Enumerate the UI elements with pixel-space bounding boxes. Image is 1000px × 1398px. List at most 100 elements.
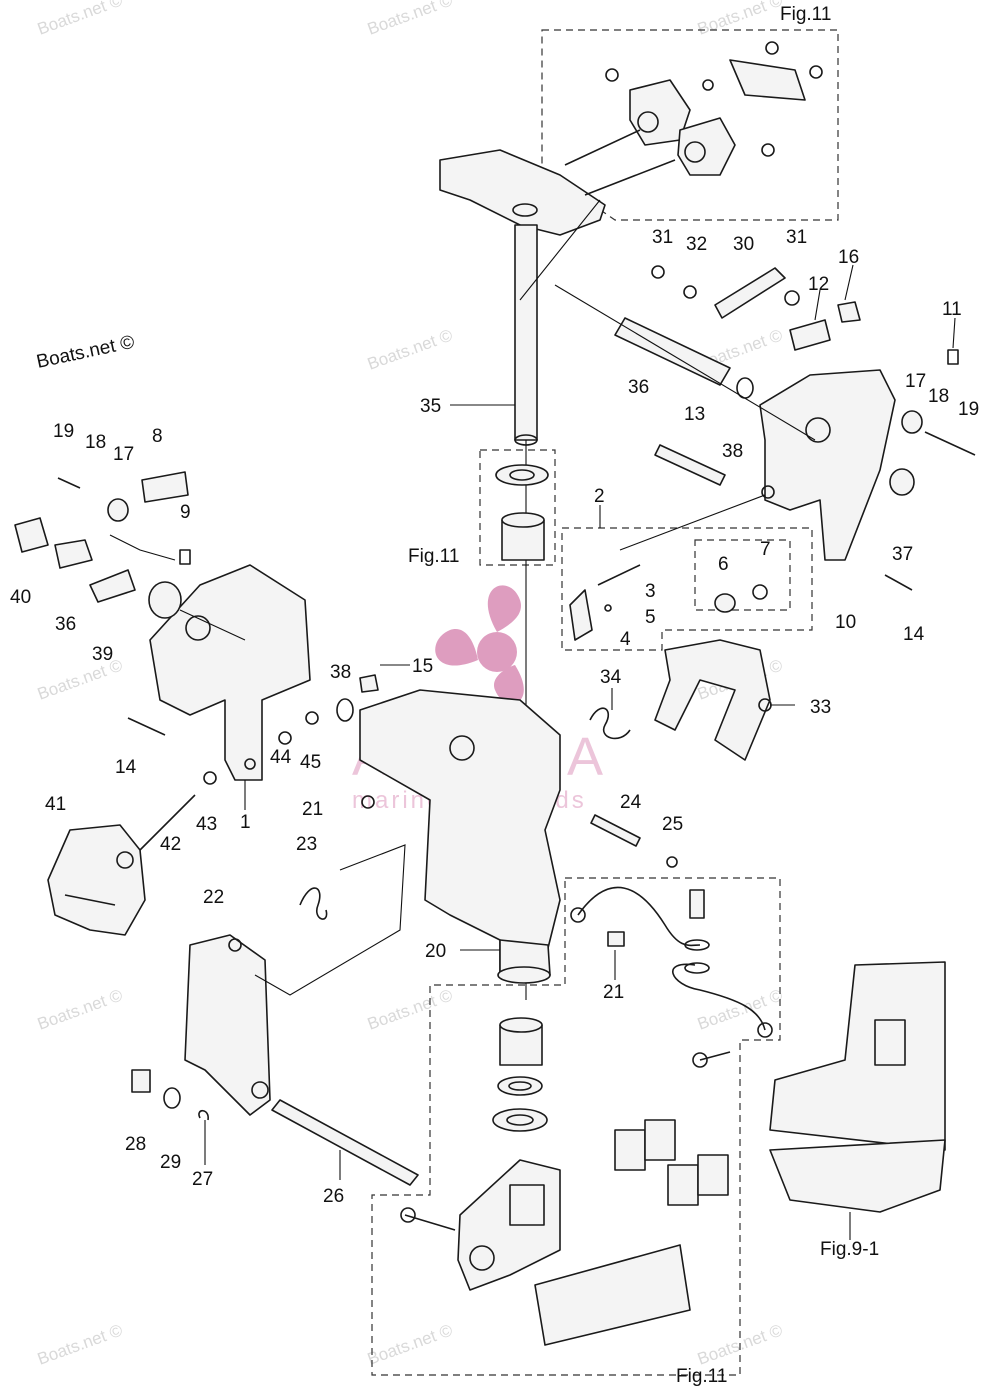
callout-12: 12 — [808, 274, 829, 295]
watermark-text: Boats.net © — [365, 325, 456, 373]
callout-18-left: 18 — [85, 432, 106, 453]
callout-29: 29 — [160, 1152, 181, 1173]
leader-lines — [204, 264, 956, 1240]
callout-23: 23 — [296, 834, 317, 855]
washer — [702, 79, 714, 91]
bushing-top — [499, 1017, 543, 1033]
bore — [228, 938, 242, 952]
washer-hole — [508, 1081, 532, 1091]
friction-plate — [789, 319, 831, 351]
callout-21-upper: 21 — [302, 799, 323, 820]
knob — [107, 498, 129, 522]
callout-21-lower: 21 — [603, 982, 624, 1003]
upper-bushings — [495, 464, 549, 561]
bore — [805, 417, 831, 443]
callout-7: 7 — [760, 539, 771, 560]
lower-unit-partial — [769, 961, 946, 1213]
fig-ref-left: Fig.11 — [408, 546, 459, 567]
washer-hole — [506, 1114, 534, 1126]
clamp-bracket-left — [148, 564, 311, 781]
propeller-blade-icon — [435, 629, 478, 666]
watermark-text: Boats.net © — [35, 1320, 126, 1368]
bolt-hole — [761, 485, 775, 499]
swivel-bracket — [359, 689, 561, 984]
nut — [809, 65, 823, 79]
callout-30: 30 — [733, 234, 754, 255]
thread — [64, 894, 116, 906]
rubber-mount — [667, 1164, 699, 1206]
washer-29 — [163, 1087, 181, 1109]
left-clamp-screw — [14, 471, 191, 603]
pin — [604, 604, 612, 612]
bolt-head — [605, 68, 619, 82]
wire-terminal — [570, 907, 586, 923]
callout-19-right: 19 — [958, 399, 979, 420]
bolt-head — [752, 584, 768, 600]
guide-line — [519, 199, 601, 301]
callout-17-right: 17 — [905, 371, 926, 392]
steering-bracket — [439, 149, 606, 236]
bolt — [564, 129, 641, 166]
bracket-39 — [89, 569, 136, 603]
watermark-text: Boats.net © — [35, 985, 126, 1033]
propeller-blade-icon — [494, 665, 524, 704]
callout-9: 9 — [180, 502, 191, 523]
springs-and-pins — [299, 707, 678, 920]
washer — [684, 962, 710, 974]
rubber-mount — [614, 1129, 646, 1171]
callout-40: 40 — [10, 587, 31, 608]
callout-32: 32 — [686, 234, 707, 255]
callout-3: 3 — [645, 581, 656, 602]
tilt-lever — [654, 639, 772, 761]
tilt-link-plate — [714, 267, 786, 319]
bolt-head — [692, 1052, 708, 1068]
nut — [765, 41, 779, 55]
watermark-text: Boats.net © — [365, 1320, 456, 1368]
top-fig11-box — [541, 29, 839, 221]
washer-hole — [509, 469, 535, 481]
tilt-tube-and-pin — [614, 317, 754, 486]
nut — [837, 301, 861, 323]
callout-31-right: 31 — [786, 227, 807, 248]
callout-19-left: 19 — [53, 421, 74, 442]
callout-11: 11 — [942, 299, 962, 320]
guide-line — [619, 494, 766, 551]
leader-11 — [952, 317, 956, 349]
pin-box — [694, 539, 791, 611]
washer — [203, 771, 217, 785]
washer — [714, 593, 736, 613]
pin-24 — [590, 814, 641, 847]
callout-8: 8 — [152, 426, 163, 447]
boats-net-credit: Boats.net © — [35, 332, 137, 373]
watermark-text: Boats.net © — [695, 0, 786, 39]
callout-42: 42 — [160, 834, 181, 855]
guide-line — [554, 284, 816, 441]
clip — [666, 856, 678, 868]
midsection-housing — [769, 961, 946, 1151]
callout-14-left: 14 — [115, 757, 137, 778]
watermark-text: Boats.net © — [365, 985, 456, 1033]
steering-arm-block — [677, 117, 736, 176]
grease-fitting — [607, 931, 625, 947]
callout-22: 22 — [203, 887, 224, 908]
tilt-tube-end — [148, 581, 182, 619]
mount-slot — [509, 1184, 545, 1226]
callout-35: 35 — [420, 396, 441, 417]
clip-27 — [198, 1109, 209, 1121]
tilt-lever-body — [654, 639, 771, 761]
bolt-head — [651, 265, 665, 279]
propeller-blade-icon — [487, 585, 521, 632]
lock-plate — [569, 589, 593, 641]
knob — [901, 410, 923, 434]
tilt-stopper-parts — [651, 265, 959, 365]
bushing-top — [501, 512, 545, 528]
bolt-head — [400, 1207, 416, 1223]
washer — [278, 731, 292, 745]
fig-ref-right: Fig.9-1 — [820, 1239, 879, 1260]
spring — [597, 564, 641, 586]
lower-cover — [534, 1244, 691, 1346]
grease-fitting — [361, 795, 375, 809]
callout-38-left: 38 — [330, 662, 351, 683]
lower-bushings — [492, 1017, 548, 1132]
callout-16: 16 — [838, 247, 859, 268]
